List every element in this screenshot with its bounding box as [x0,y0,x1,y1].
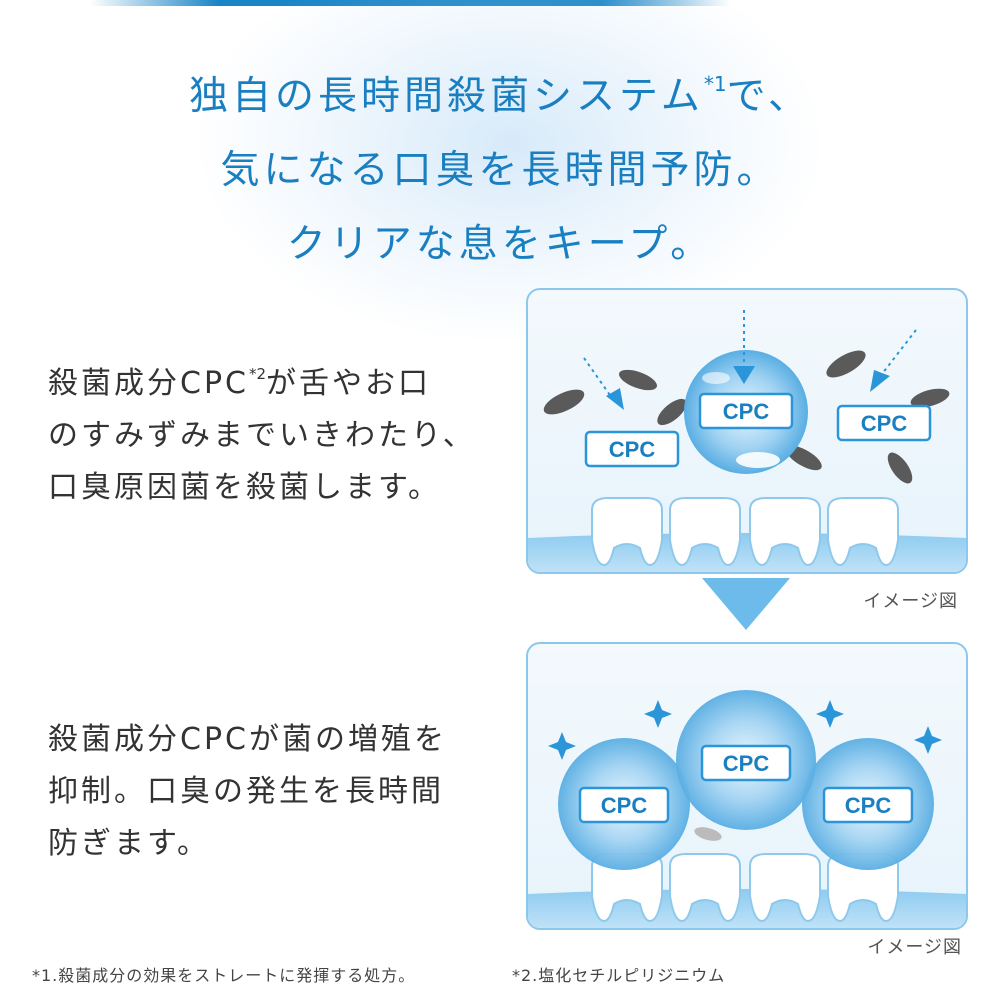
illustration-1-svg: CPC CPC CPC [528,310,966,572]
headline: 独自の長時間殺菌システム*1で、 気になる口臭を長時間予防。 クリアな息をキープ… [0,60,1000,282]
headline-line-2: 気になる口臭を長時間予防。 [220,148,780,193]
section1-description: 殺菌成分CPC*2が舌やお口 のすみずみまでいきわたり、 口臭原因菌を殺菌します… [48,358,476,514]
section1-line-3: 口臭原因菌を殺菌します。 [48,470,441,505]
bacteria [543,389,585,415]
bubble-highlight [702,372,730,384]
illustration-panel-1: CPC CPC CPC [526,288,968,574]
arrow-head [606,388,624,410]
illustration-2-svg: CPC CPC CPC [528,690,966,928]
footnote-ref-2: *2 [249,365,267,383]
tooth [749,497,821,567]
section1-line-1-tail: が舌やお口 [266,366,432,401]
illustration-panel-2: CPC CPC CPC [526,642,968,930]
tooth [669,853,741,923]
image-caption-2: イメージ図 [867,937,962,958]
sparkles [548,700,942,760]
bacteria [887,452,913,484]
sparkle-icon [644,700,672,728]
bacteria [786,445,822,471]
section1-line-2: のすみずみまでいきわたり、 [48,418,476,453]
section2-line-1: 殺菌成分CPCが菌の増殖を [48,722,447,757]
cpc-badge-label: CPC [723,751,770,776]
tooth [827,497,899,567]
headline-line-1-text: 独自の長時間殺菌システム [188,74,704,119]
section2-line-2: 抑制。口臭の発生を長時間 [48,774,444,809]
bacteria [826,350,866,378]
bacteria-group [543,350,950,484]
cpc-badge-label: CPC [845,793,892,818]
cpc-badge-label: CPC [861,411,908,436]
tooth [749,853,821,923]
cpc-badge-left: CPC [584,430,680,468]
cpc-badge-label: CPC [609,437,656,462]
cpc-badge-right: CPC [836,404,932,442]
cpc-badge-left: CPC [578,786,670,824]
down-arrow-icon [702,578,790,630]
arrow-heads [606,366,890,410]
sparkle-icon [548,732,576,760]
sparkle-icon [914,726,942,754]
image-caption-1: イメージ図 [863,591,958,612]
section2-description: 殺菌成分CPCが菌の増殖を 抑制。口臭の発生を長時間 防ぎます。 [48,714,447,870]
cpc-badge-right: CPC [822,786,914,824]
bacteria [694,827,722,841]
dotted-arrows [583,310,917,399]
arrow-head [733,366,755,384]
dotted-arrow [583,357,613,399]
teeth [591,497,899,567]
footnote-2: *2.塩化セチルピリジニウム [512,966,726,985]
cpc-badge-label: CPC [723,399,770,424]
footnote-1: *1.殺菌成分の効果をストレートに発揮する処方。 [32,966,416,985]
headline-line-1-tail: で、 [726,74,812,119]
headline-line-3: クリアな息をキープ。 [286,222,714,267]
section2-line-3: 防ぎます。 [48,826,210,861]
arrow-head [870,370,890,392]
dotted-arrow [881,329,917,375]
section1-line-1: 殺菌成分CPC*2が舌やお口 [48,358,476,410]
bubble-highlight [736,452,780,468]
tooth [591,497,663,567]
footnote-ref-1: *1 [703,72,727,96]
cpc-badge-label: CPC [601,793,648,818]
top-accent-bar [90,0,730,6]
background-glow [200,0,820,340]
bacteria [619,369,657,391]
tooth [669,497,741,567]
cpc-badge-center: CPC [700,744,792,782]
section1-line-1-text: 殺菌成分CPC [48,366,249,401]
sparkle-icon [816,700,844,728]
cpc-badge-center: CPC [698,392,794,430]
bacteria [657,398,687,426]
headline-line-1: 独自の長時間殺菌システム*1で、 [0,60,1000,134]
bacteria [910,388,950,408]
